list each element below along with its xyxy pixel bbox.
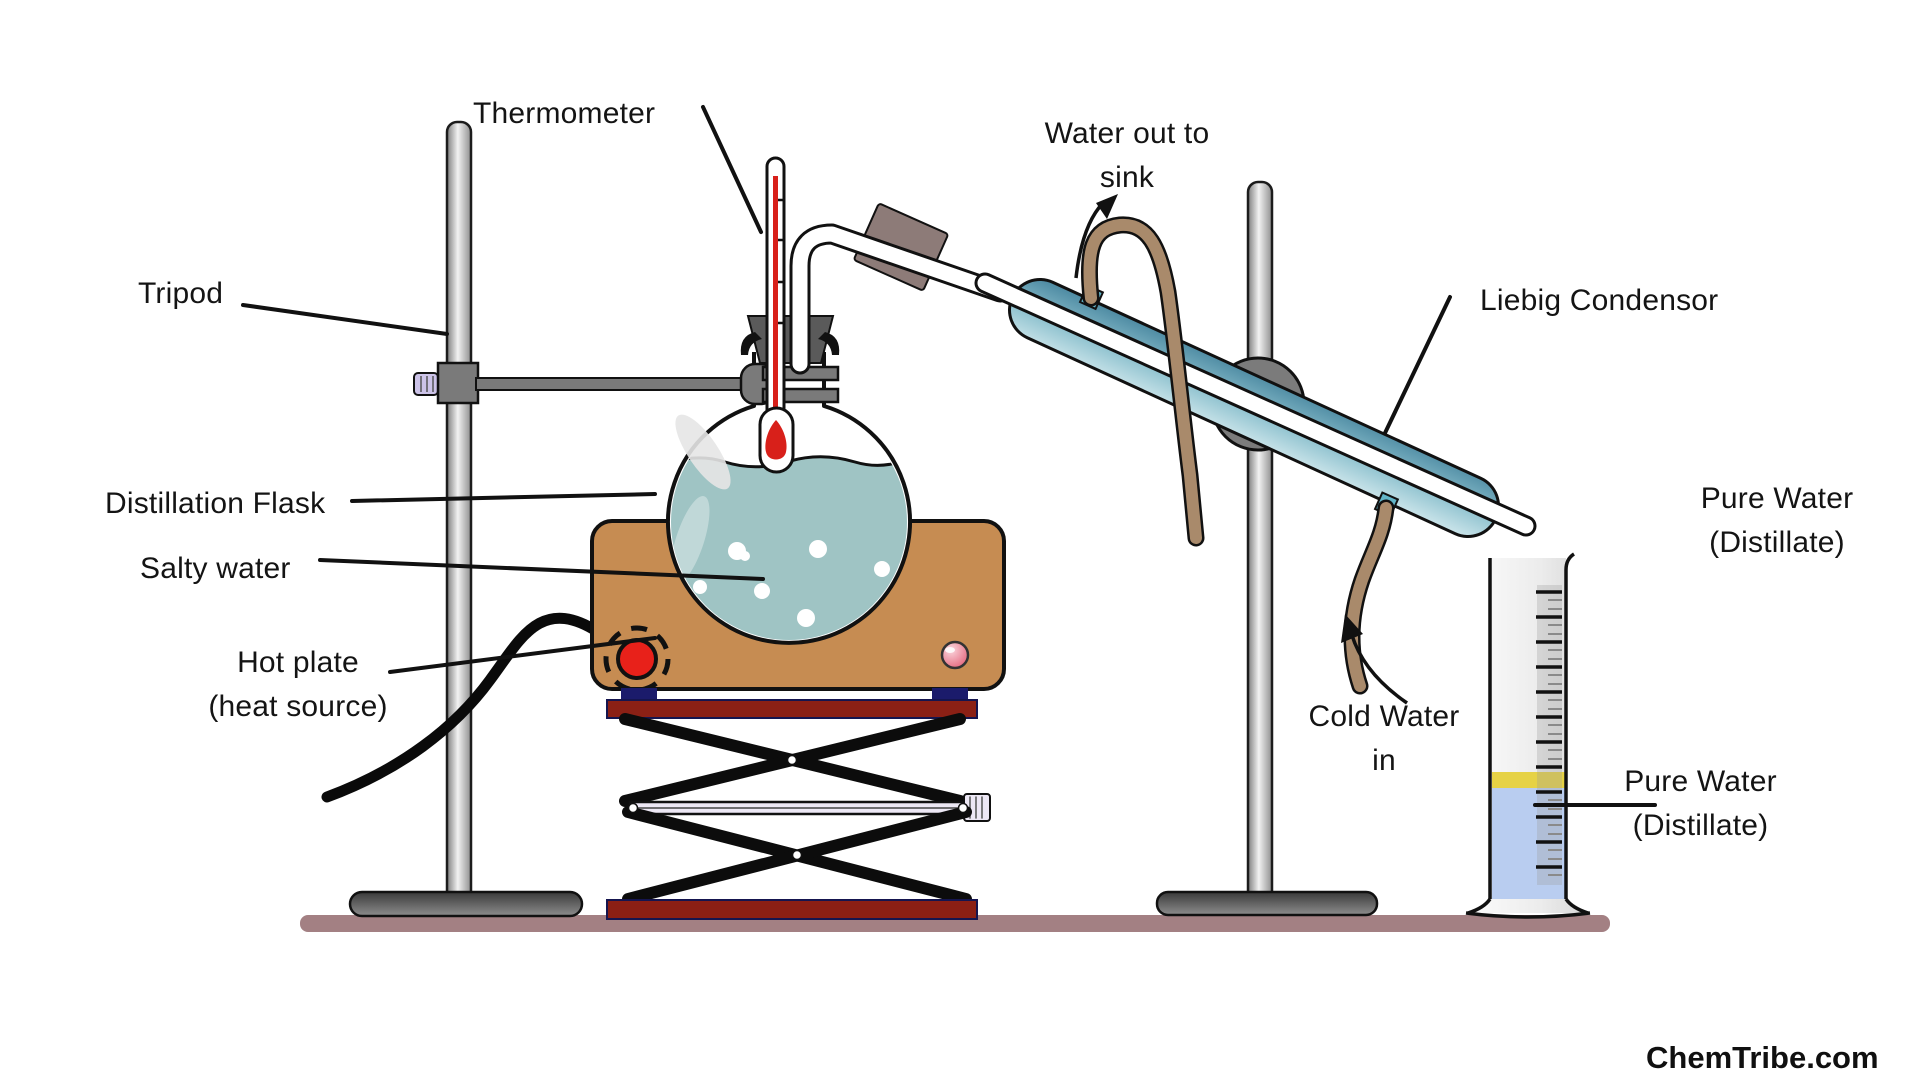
cold-water-arrow	[1341, 614, 1408, 705]
inner-tube	[977, 275, 1534, 534]
clamp-knob	[413, 372, 439, 396]
water-out-hose	[1080, 216, 1205, 547]
glass-shine	[675, 414, 731, 490]
label-water-out: Water out to sink	[1044, 117, 1210, 194]
stand-right	[1155, 180, 1379, 917]
indicator-light	[940, 640, 970, 670]
leader-lines	[241, 105, 1657, 807]
label-pure-water-bottom: Pure Water (Distillate)	[1624, 765, 1777, 842]
label-salty-water: Salty water	[140, 552, 291, 585]
cylinder-scale	[1536, 590, 1562, 869]
label-thermometer: Thermometer	[473, 97, 656, 130]
lab-jack	[606, 713, 991, 920]
label-distillation-flask: Distillation Flask	[105, 487, 326, 520]
distillate-level-yellow	[1492, 772, 1565, 788]
label-hot-plate: Hot plate (heat source)	[208, 646, 388, 723]
watermark-chemtribe: ChemTribe.com	[1646, 1040, 1879, 1075]
salty-water-fill	[671, 453, 907, 640]
graduated-cylinder	[1465, 552, 1591, 919]
label-cold-water: Cold Water in	[1308, 700, 1460, 777]
clamp-arm	[413, 361, 749, 405]
liebig-condenser	[974, 272, 1537, 538]
label-pure-water-right: Pure Water (Distillate)	[1700, 482, 1854, 559]
power-cord	[321, 612, 604, 803]
cold-water-hose	[1343, 499, 1395, 695]
hot-plate-dial	[603, 625, 671, 693]
vapor-tube	[789, 223, 1011, 375]
thermometer	[758, 156, 795, 474]
label-liebig-condensor: Liebig Condensor	[1480, 284, 1719, 317]
label-tripod: Tripod	[138, 277, 224, 310]
distillation-flask	[666, 352, 912, 645]
water-out-arrow	[1074, 194, 1118, 279]
tripod-stand-left	[348, 120, 584, 918]
